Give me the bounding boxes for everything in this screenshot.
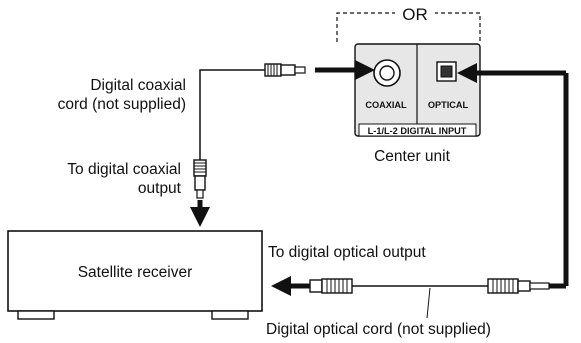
satellite-receiver-box [7,230,263,320]
satellite-receiver-label: Satellite receiver [78,264,193,281]
optical-cord-label: Digital optical cord (not supplied) [266,321,491,338]
center-unit-panel [354,43,481,137]
optical-jack-label: OPTICAL [428,100,469,110]
coaxial-cord [193,63,306,199]
optical-output-label: To digital optical output [268,244,426,261]
optical-jack-icon [436,61,457,82]
or-bracket [336,3,481,42]
coaxial-output-label-line2: output [138,180,182,197]
coaxial-cord-label-line2: cord (not supplied) [58,96,186,113]
coaxial-jack-label: COAXIAL [365,100,407,110]
coaxial-jack-icon [373,59,401,87]
center-unit-label: Center unit [374,148,451,165]
coaxial-output-label-line1: To digital coaxial [67,161,181,178]
optical-cord [309,278,550,319]
or-label: OR [402,5,428,24]
digital-input-label: L-1/L-2 DIGITAL INPUT [368,126,467,136]
coaxial-cord-label-line1: Digital coaxial [90,77,186,94]
